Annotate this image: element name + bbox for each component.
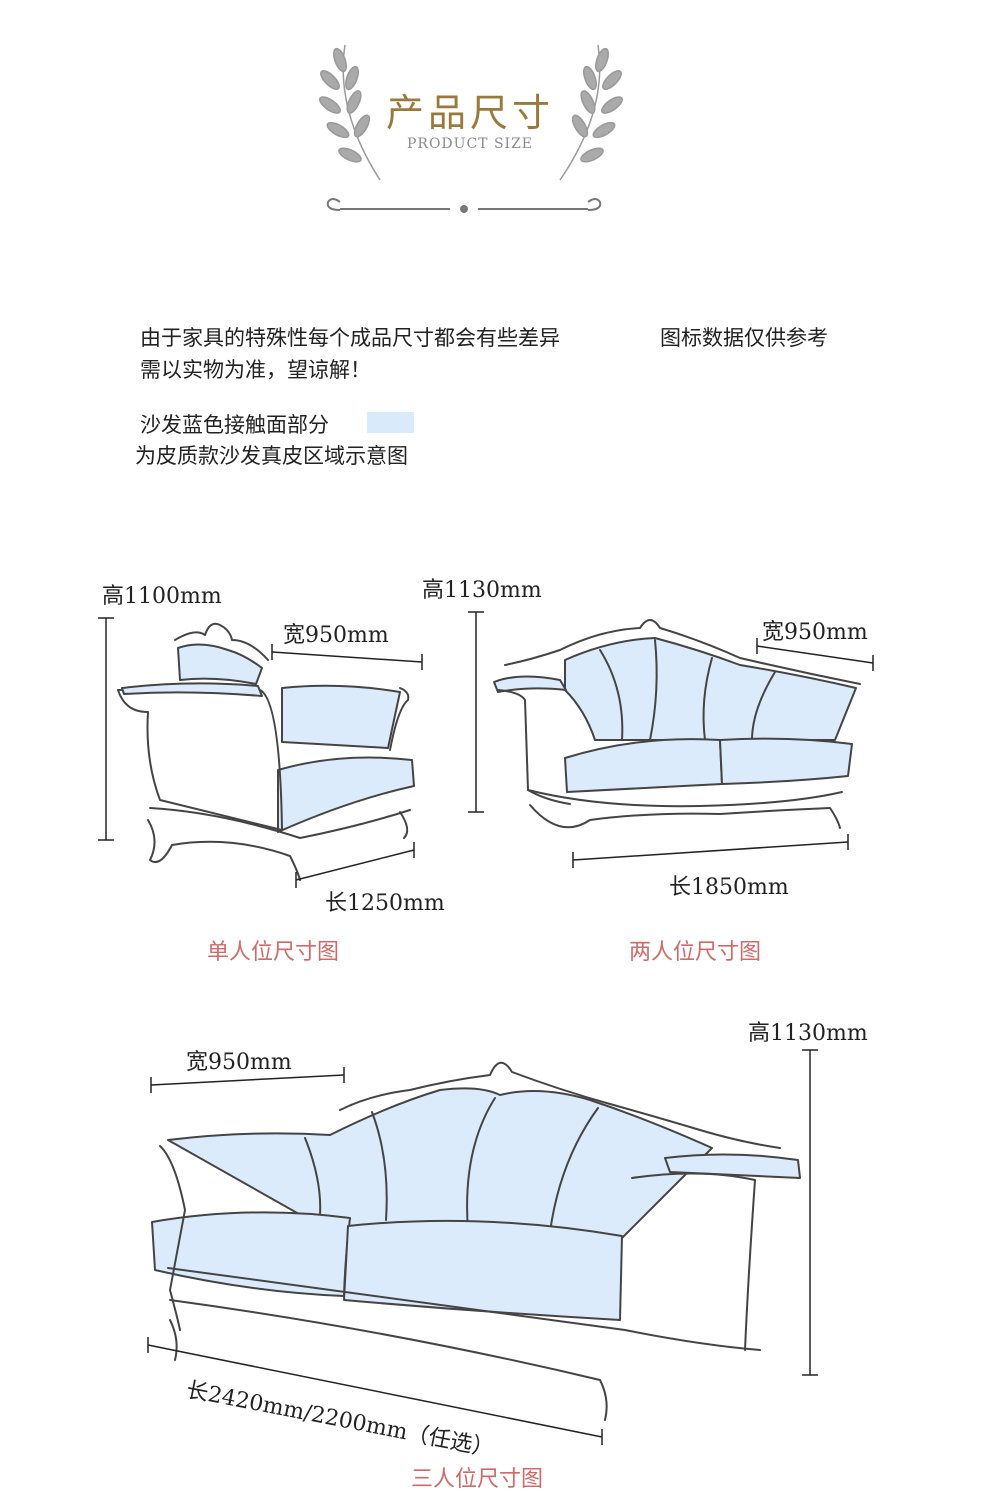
double-sofa-drawing: [493, 619, 861, 829]
right-laurel-icon: [559, 44, 623, 181]
page-subtitle: PRODUCT SIZE: [406, 136, 534, 152]
single-length-label: 长1250mm: [325, 891, 445, 916]
note-line-2: 需以实物为准，望谅解！: [140, 358, 371, 382]
leather-color-swatch: [367, 412, 414, 433]
page-title: 产品尺寸: [385, 91, 554, 135]
dimension-lines: [98, 611, 874, 1445]
double-width-label: 宽950mm: [762, 620, 868, 645]
note-line-1b: 图标数据仅供参考: [660, 326, 828, 350]
triple-height-label: 高1130mm: [748, 1021, 868, 1046]
note-line-3: 沙发蓝色接触面部分: [140, 413, 329, 437]
divider-ornament-icon: [326, 198, 602, 213]
triple-width-label: 宽950mm: [186, 1050, 292, 1075]
note-line-4: 为皮质款沙发真皮区域示意图: [135, 444, 408, 468]
single-height-label: 高1100mm: [102, 584, 222, 609]
double-length-label: 长1850mm: [669, 875, 789, 900]
single-sofa-drawing: [117, 622, 415, 881]
double-height-label: 高1130mm: [422, 578, 542, 603]
left-laurel-icon: [319, 44, 381, 181]
single-width-label: 宽950mm: [283, 623, 389, 648]
triple-sofa-drawing: [151, 1061, 801, 1421]
single-caption: 单人位尺寸图: [207, 940, 340, 965]
triple-caption: 三人位尺寸图: [411, 1467, 544, 1492]
note-line-1a: 由于家具的特殊性每个成品尺寸都会有些差异: [140, 326, 560, 350]
double-caption: 两人位尺寸图: [629, 940, 762, 965]
